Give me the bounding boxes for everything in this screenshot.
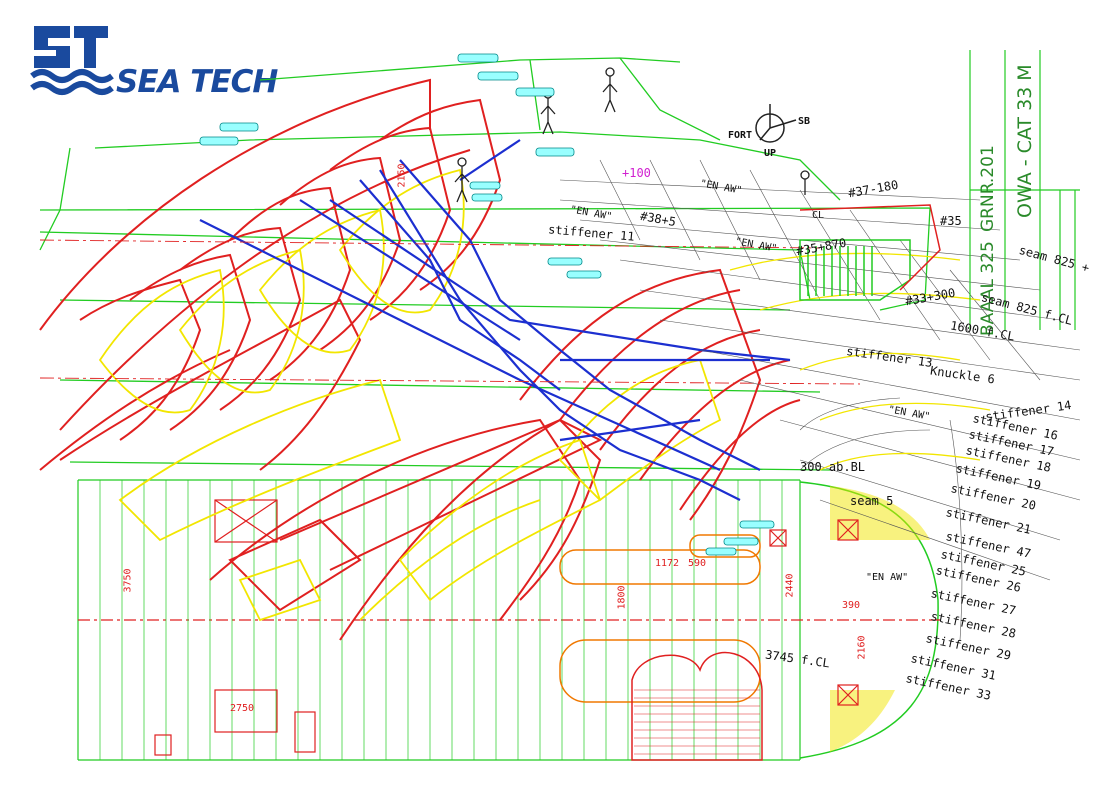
cutout-clouds <box>559 534 761 703</box>
brand-name: SEA TECH <box>116 64 278 100</box>
longitudinal-girders <box>199 139 791 501</box>
compass-sb-label: SB <box>798 116 811 127</box>
callout-tags <box>199 53 775 556</box>
dimension-value: 390 <box>842 600 861 611</box>
dimension-value: 2440 <box>784 573 796 598</box>
height-note: 300 ab.BL <box>800 460 866 474</box>
project-number: GRNR.201 <box>978 145 998 232</box>
deck-openings <box>154 499 859 756</box>
dimension-value: 2160 <box>856 635 868 660</box>
dimension-value: 3750 <box>122 568 134 593</box>
frame-ref: #35 <box>940 214 962 228</box>
compass-up-label: UP <box>764 148 777 159</box>
centreline-label: CL <box>812 210 825 221</box>
hatch-blob <box>631 651 763 761</box>
seam-note: seam 5 <box>850 494 894 508</box>
shell-plating <box>98 168 722 622</box>
level-note: +100 <box>622 166 651 180</box>
title-block-frame <box>969 50 1080 330</box>
orientation-compass-icon <box>755 104 797 143</box>
dimension-value: 2150 <box>396 163 408 188</box>
centre-lines <box>39 239 861 385</box>
model-name: OWA - CAT 33 M <box>1014 64 1036 218</box>
dimension-value: 1172 <box>655 558 680 569</box>
body-plan-lines <box>559 159 1081 641</box>
stern-module <box>799 239 911 301</box>
dimension-value: 2750 <box>230 703 255 714</box>
bow-plating-area-lower <box>830 690 895 752</box>
transom-outline <box>799 204 941 291</box>
dimension-value: 1800 <box>616 585 628 610</box>
body-plan-curves <box>729 252 991 471</box>
deck-plan-grid <box>77 479 940 761</box>
bow-plating-area <box>830 486 930 540</box>
scale-figure-icons <box>454 67 810 203</box>
material-note: "EN AW" <box>866 572 909 583</box>
dimension-value: 590 <box>688 558 707 569</box>
web-frames <box>39 78 801 641</box>
sea-tech-emblem-icon <box>30 26 114 95</box>
sea-tech-logo: SEA TECH <box>30 22 278 102</box>
compass-port-label: FORT <box>728 130 753 141</box>
drawing-reference: BAAAL 325 <box>978 241 998 336</box>
